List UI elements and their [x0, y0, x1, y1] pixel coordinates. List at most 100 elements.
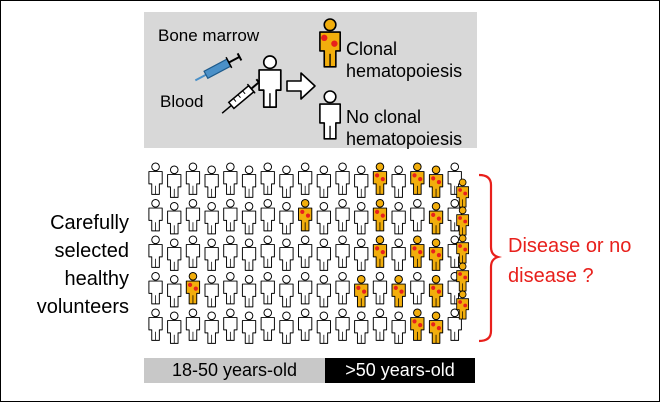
person-icon	[335, 272, 350, 305]
person-icon	[260, 308, 275, 341]
person-icon	[148, 235, 163, 268]
person-icon	[260, 162, 275, 195]
clonal-person-icon	[428, 311, 444, 344]
person-icon	[335, 308, 350, 341]
clonal-person-icon	[456, 234, 470, 264]
age-group-old: >50 years-old	[325, 358, 475, 383]
person-icon	[354, 311, 369, 344]
person-icon	[279, 275, 294, 308]
no-clonal-hematopoiesis-label: No clonal hematopoiesis	[346, 107, 463, 149]
person-icon	[316, 275, 331, 308]
person-icon	[167, 165, 182, 198]
person-icon	[410, 199, 425, 232]
clonal-person-icon	[456, 178, 470, 208]
legend-panel: Bone marrow Blood Clonal hematopoiesis N…	[144, 12, 477, 149]
person-icon	[241, 202, 257, 235]
person-icon	[391, 311, 406, 344]
clonal-person-icon	[372, 199, 388, 232]
person-icon	[298, 162, 313, 195]
person-icon	[258, 55, 282, 109]
person-icon	[204, 311, 219, 344]
person-icon	[335, 199, 350, 232]
person-icon	[185, 162, 201, 195]
person-icon	[204, 165, 219, 198]
person-icon	[185, 235, 201, 268]
person-icon	[185, 308, 201, 341]
person-icon	[316, 238, 331, 271]
person-icon	[372, 308, 388, 341]
person-icon	[223, 199, 238, 232]
clonal-person-icon	[456, 290, 470, 320]
age-group-young: 18-50 years-old	[144, 358, 325, 383]
person-icon	[223, 308, 238, 341]
person-icon	[279, 202, 294, 235]
people-grid	[148, 162, 470, 344]
person-icon	[391, 165, 406, 198]
clonal-person-icon	[391, 275, 406, 308]
person-icon	[241, 311, 257, 344]
person-icon	[298, 272, 313, 305]
person-icon	[298, 308, 313, 341]
person-icon	[319, 90, 341, 140]
syringe-icon	[194, 52, 243, 82]
person-icon	[204, 202, 219, 235]
person-icon	[167, 202, 182, 235]
person-icon	[241, 275, 257, 308]
person-icon	[241, 165, 257, 198]
person-icon	[223, 235, 238, 268]
person-icon	[241, 238, 257, 271]
person-icon	[298, 235, 313, 268]
person-icon	[372, 272, 388, 305]
person-icon	[354, 202, 369, 235]
clonal-person-icon	[428, 165, 444, 198]
clonal-person-icon	[428, 238, 444, 271]
arrow-right-icon	[286, 72, 316, 100]
person-icon	[316, 165, 331, 198]
person-icon	[260, 199, 275, 232]
person-icon	[148, 272, 163, 305]
bone-marrow-label: Bone marrow	[158, 26, 260, 45]
person-icon	[167, 275, 182, 308]
clonal-person-icon	[410, 308, 425, 341]
person-icon	[335, 235, 350, 268]
clonal-person-icon	[185, 272, 201, 305]
person-icon	[354, 238, 369, 271]
person-icon	[335, 162, 350, 195]
volunteers-label: Carefully selected healthy volunteers	[36, 212, 129, 318]
person-icon	[316, 311, 331, 344]
person-icon	[391, 202, 406, 235]
person-icon	[354, 165, 369, 198]
person-icon	[204, 238, 219, 271]
person-icon	[204, 275, 219, 308]
clonal-person-icon	[372, 235, 388, 268]
person-icon	[319, 18, 341, 68]
person-icon	[316, 202, 331, 235]
clonal-person-icon	[298, 199, 313, 232]
clonal-hematopoiesis-label: Clonal hematopoiesis	[346, 39, 463, 81]
syringe-icon	[221, 78, 263, 114]
clonal-person-icon	[410, 162, 425, 195]
clonal-person-icon	[428, 275, 444, 308]
clonal-person-icon	[428, 202, 444, 235]
person-icon	[391, 238, 406, 271]
person-icon	[279, 238, 294, 271]
person-icon	[148, 199, 163, 232]
person-icon	[185, 199, 201, 232]
person-icon	[223, 272, 238, 305]
person-icon	[223, 162, 238, 195]
person-icon	[260, 272, 275, 305]
person-icon	[410, 272, 425, 305]
person-icon	[279, 311, 294, 344]
person-icon	[148, 162, 163, 195]
person-icon	[260, 235, 275, 268]
bracket-icon	[478, 173, 502, 343]
clonal-person-icon	[354, 275, 369, 308]
person-icon	[167, 238, 182, 271]
person-icon	[279, 165, 294, 198]
person-icon	[148, 308, 163, 341]
person-icon	[167, 311, 182, 344]
clonal-person-icon	[456, 206, 470, 236]
blood-label: Blood	[160, 92, 204, 111]
